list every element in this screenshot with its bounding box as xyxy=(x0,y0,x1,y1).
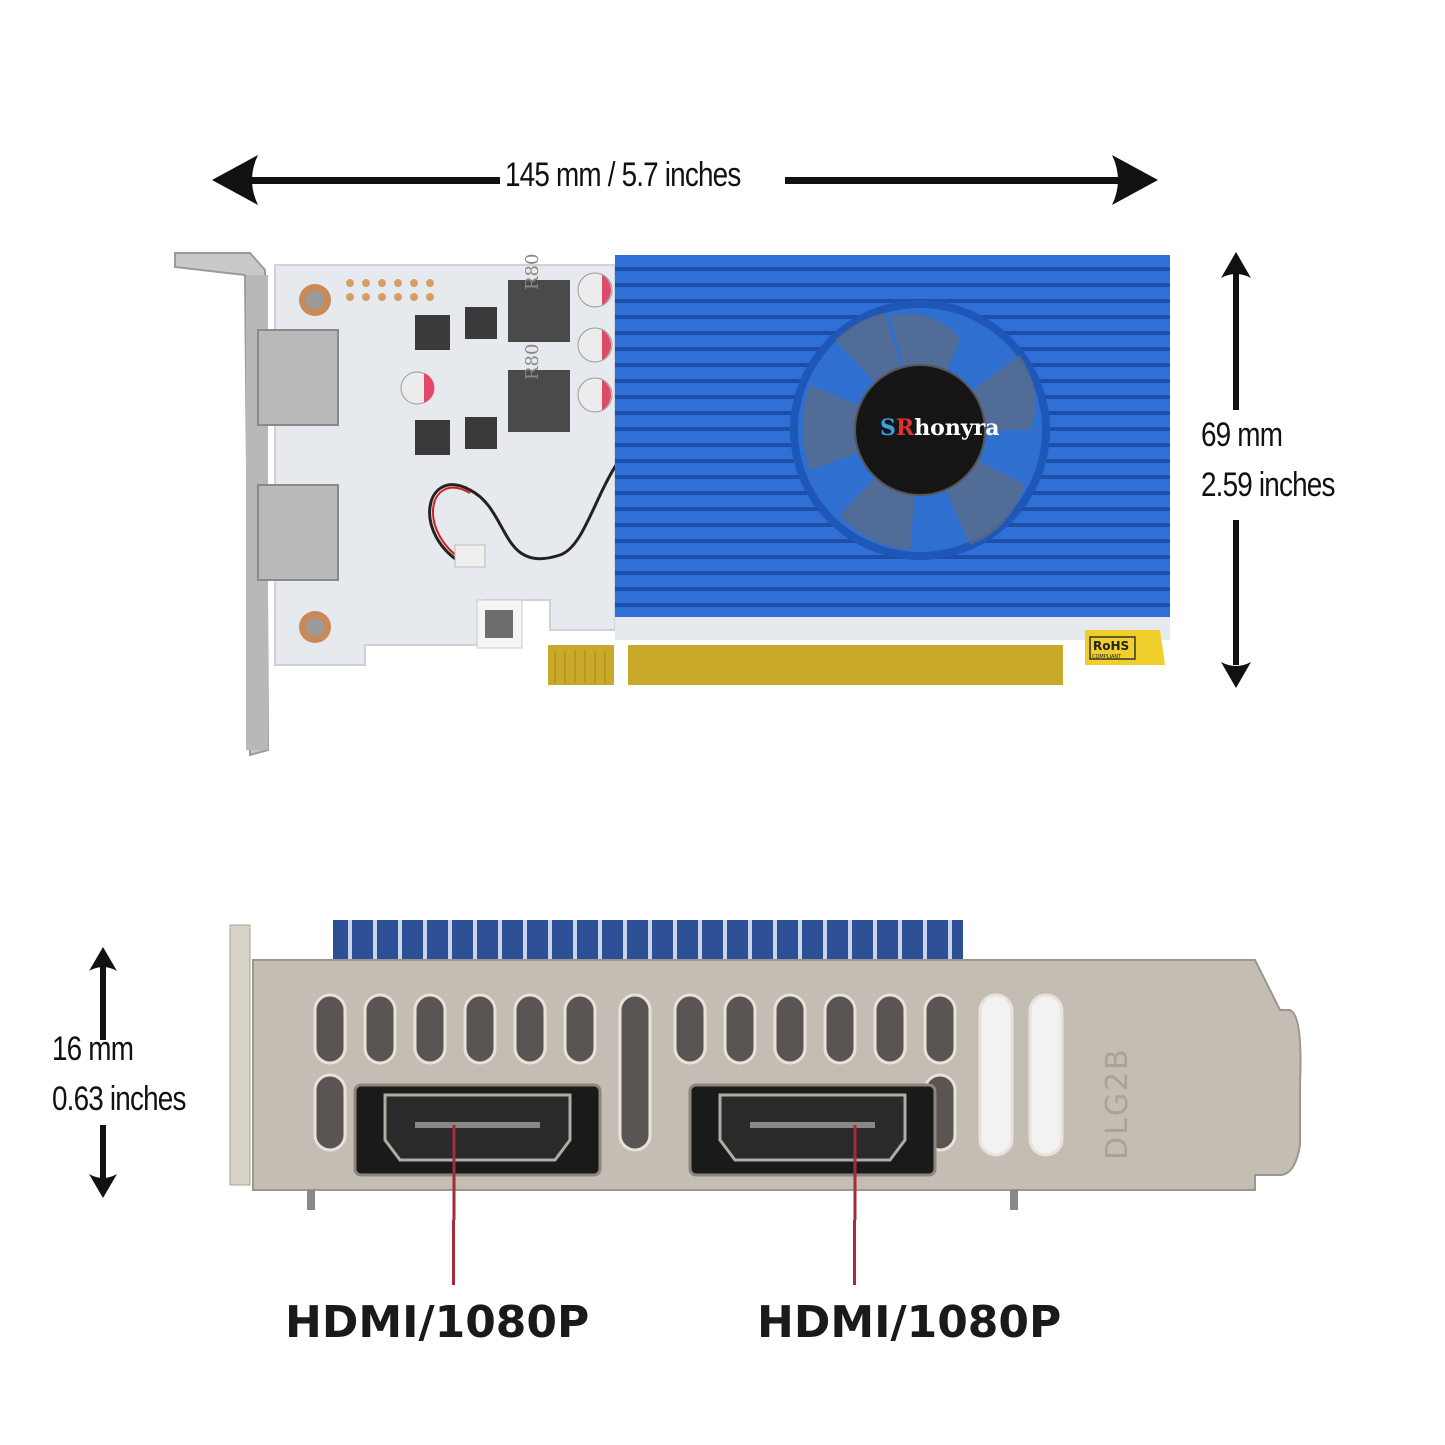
graphics-card-bracket-view xyxy=(225,885,1315,1220)
height-dimension-line1: 69 mm xyxy=(1201,416,1283,454)
pcie-fingers-long xyxy=(628,645,1063,685)
hdmi-port-1-front xyxy=(353,1083,602,1177)
rohs-badge xyxy=(1085,630,1165,665)
arrow-up-icon xyxy=(89,947,117,1040)
inductor-label-2: R80 xyxy=(522,343,543,380)
double-arrow-horizontal-icon xyxy=(212,155,1158,205)
brand-logo-s: S xyxy=(880,415,896,441)
io-bracket xyxy=(174,252,270,757)
brand-logo-r: R xyxy=(895,415,915,441)
height-dimension-line2: 2.59 inches xyxy=(1201,466,1335,504)
brand-logo-rest: honyra xyxy=(914,415,1000,441)
callout-line-1-extension xyxy=(452,1220,455,1285)
vent-slots xyxy=(313,993,957,1152)
bracket-stamp: DLG2B xyxy=(1100,1047,1135,1160)
port-label-2: HDMI/1080P xyxy=(757,1297,1062,1348)
thickness-dimension-arrow-down xyxy=(88,1125,118,1200)
thickness-dimension-line1: 16 mm xyxy=(52,1030,134,1068)
hdmi-port-1 xyxy=(257,329,339,426)
height-dimension-arrow-down xyxy=(1220,520,1252,690)
thickness-dimension-arrow-up xyxy=(88,945,118,1040)
arrow-up-icon xyxy=(1221,252,1251,410)
port-label-1: HDMI/1080P xyxy=(285,1297,590,1348)
graphics-card-top-view xyxy=(170,245,1170,760)
inductor-1 xyxy=(508,280,570,342)
hdmi-port-2 xyxy=(257,484,339,581)
rohs-subtitle: COMPLIANT xyxy=(1092,654,1122,660)
arrow-down-icon xyxy=(1221,520,1251,688)
rohs-title: RoHS xyxy=(1093,639,1130,653)
cooling-fan xyxy=(790,300,1050,560)
width-dimension-arrow xyxy=(210,150,1160,210)
width-dimension-label: 145 mm / 5.7 inches xyxy=(505,156,741,194)
arrow-down-icon xyxy=(89,1125,117,1198)
brand-logo: SRhonyra xyxy=(880,415,999,441)
inductor-2 xyxy=(508,370,570,432)
callout-line-2-extension xyxy=(853,1220,856,1285)
thickness-dimension-line2: 0.63 inches xyxy=(52,1080,186,1118)
height-dimension-arrow-up xyxy=(1220,250,1252,410)
inductor-label-1: R80 xyxy=(522,253,543,290)
pcie-fingers-short xyxy=(548,645,614,685)
hdmi-port-2-front xyxy=(688,1083,937,1177)
